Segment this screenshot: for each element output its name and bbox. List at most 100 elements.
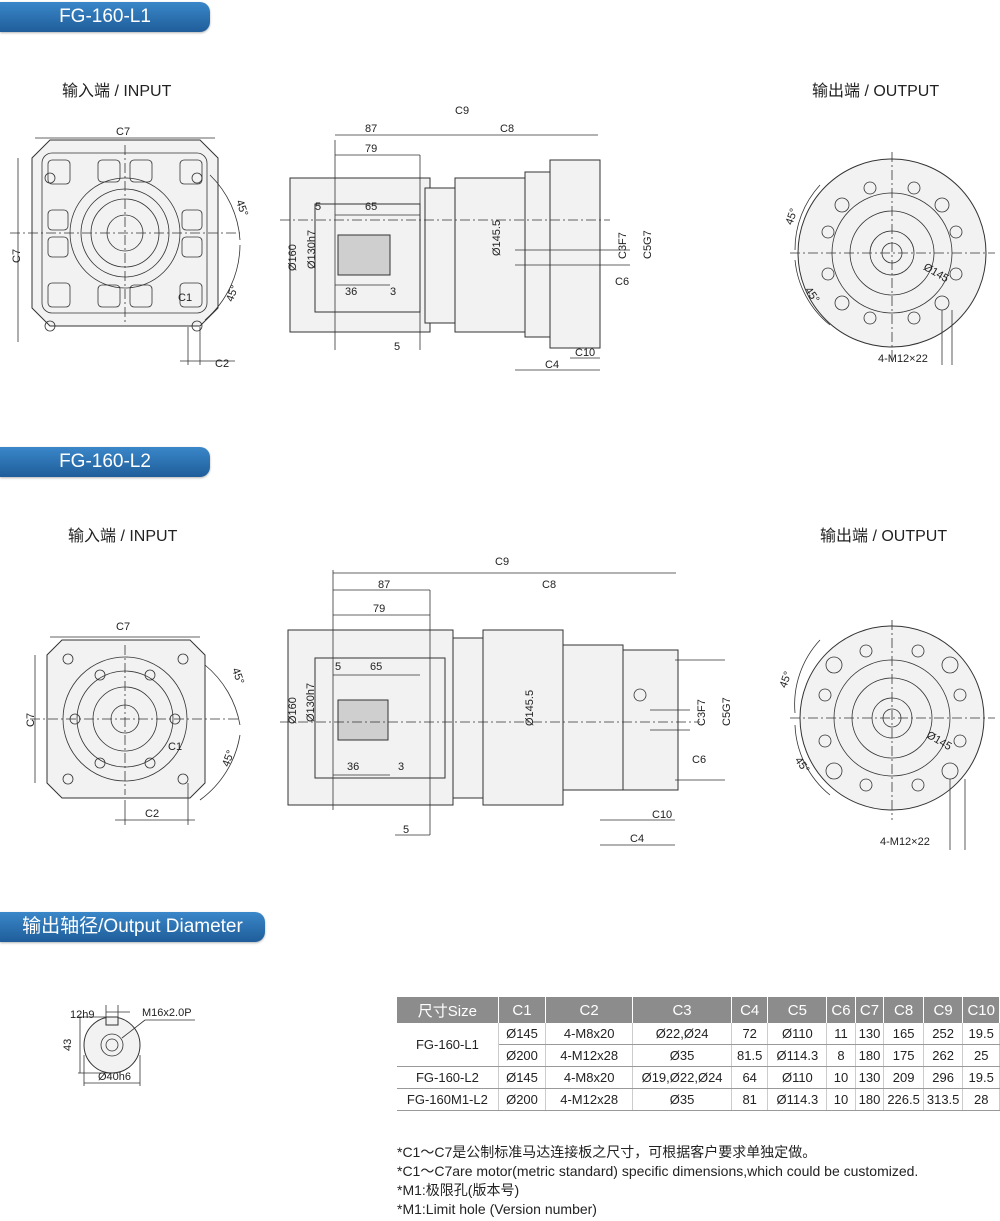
note-2: *C1～C7are motor(metric standard) specifi…: [397, 1163, 919, 1179]
dim-c3f7-l2: C3F7: [696, 699, 708, 726]
dim-angle-2: 45°: [224, 284, 241, 304]
dim-36-l2: 36: [347, 761, 359, 773]
cell: Ø35: [632, 1044, 733, 1067]
cell: Ø22,Ø24: [632, 1023, 733, 1045]
dim-36: 36: [345, 286, 357, 298]
cell: Ø114.3: [767, 1088, 828, 1111]
note-3: *M1:极限孔(版本号): [397, 1182, 520, 1198]
shaft-thread: M16x2.0P: [142, 1007, 192, 1019]
col-c7: C7: [855, 997, 885, 1023]
cell: 81.5: [731, 1044, 769, 1067]
cell: 313.5: [923, 1088, 964, 1111]
cell: 209: [883, 1066, 924, 1089]
dim-c9-l2: C9: [495, 556, 509, 568]
col-c6: C6: [826, 997, 856, 1023]
dim-phi1455-l2: Ø145.5: [524, 690, 536, 726]
col-c3: C3: [632, 997, 733, 1023]
output-view-drawing-l1: 45° 45° Ø145 4-M12×22: [783, 152, 995, 365]
dim-c10-l2: C10: [652, 809, 672, 821]
dim-3: 3: [390, 286, 396, 298]
dim-c6-l2: C6: [692, 754, 706, 766]
dim-c7-top: C7: [116, 126, 130, 138]
dim-angle-2-l2: 45°: [220, 749, 237, 769]
dim-87: 87: [365, 123, 377, 135]
dim-65: 65: [365, 201, 377, 213]
row-size: FG-160M1-L2: [397, 1088, 499, 1111]
dim-79: 79: [365, 143, 377, 155]
dim-c2-l2: C2: [145, 808, 159, 820]
side-view-drawing-l1: C9 87 C8 79 5 65 36 3 5 Ø160 Ø130h7 Ø145…: [280, 105, 654, 371]
section-banner-l1: FG-160-L1: [0, 2, 210, 32]
cell: 10: [826, 1066, 856, 1089]
cell: 130: [855, 1023, 885, 1045]
row-size: FG-160-L1: [397, 1023, 499, 1067]
table-row: Ø200 4-M12x28 Ø35 81.5 Ø114.3 8 180 175 …: [397, 1044, 1000, 1067]
table-header-row: 尺寸Size C1 C2 C3 C4 C5 C6 C7 C8 C9 C10: [397, 997, 1000, 1023]
output-view-drawing-l2: 45° 45° Ø145 4-M12×22: [777, 620, 995, 850]
cell: 175: [883, 1044, 924, 1067]
dim-c7-side-l2: C7: [25, 713, 37, 727]
col-c8: C8: [883, 997, 924, 1023]
shaft-height: 43: [62, 1039, 74, 1051]
dim-angle-1-l2: 45°: [229, 666, 246, 686]
dim-phi130: Ø130h7: [306, 230, 318, 269]
dim-65-l2: 65: [370, 661, 382, 673]
table-row: FG-160M1-L2 Ø200 4-M12x28 Ø35 81 Ø114.3 …: [397, 1088, 1000, 1111]
cell: 19.5: [962, 1066, 1000, 1089]
output-label-l2: 输出端 / OUTPUT: [820, 528, 948, 545]
cell: Ø110: [767, 1066, 828, 1089]
cell: 4-M12x28: [545, 1088, 634, 1111]
dim-phi1455: Ø145.5: [491, 220, 503, 256]
note-4: *M1:Limit hole (Version number): [397, 1201, 597, 1217]
col-c4: C4: [731, 997, 769, 1023]
footnotes: *C1～C7是公制标准马达连接板之尺寸，可根据客户要求单独定做。 *C1～C7a…: [397, 1143, 918, 1219]
cell: Ø110: [767, 1023, 828, 1045]
cell: 19.5: [962, 1023, 1000, 1045]
dim-c5g7: C5G7: [642, 230, 654, 259]
out-bolt-l2: 4-M12×22: [880, 836, 930, 848]
input-view-drawing-l1: C7 C7 45° 45° C1 C2: [10, 126, 250, 370]
spec-table: 尺寸Size C1 C2 C3 C4 C5 C6 C7 C8 C9 C10 FG…: [397, 997, 1000, 1111]
dim-c8-l2: C8: [542, 579, 556, 591]
col-c2: C2: [545, 997, 634, 1023]
cell: Ø200: [498, 1044, 547, 1067]
dim-c9: C9: [455, 105, 469, 117]
dim-c2: C2: [215, 358, 229, 370]
cell: 180: [855, 1088, 885, 1111]
cell: 4-M8x20: [545, 1023, 634, 1045]
cell: 8: [826, 1044, 856, 1067]
col-c1: C1: [498, 997, 547, 1023]
dim-phi160: Ø160: [287, 244, 299, 271]
col-c10: C10: [962, 997, 1000, 1023]
cell: 296: [923, 1066, 964, 1089]
dim-5-bottom-l2: 5: [403, 824, 409, 836]
cell: 64: [731, 1066, 769, 1089]
input-label-l2: 输入端 / INPUT: [68, 528, 178, 545]
out-angle-2-l2: 45°: [792, 755, 811, 776]
cell: 130: [855, 1066, 885, 1089]
dim-c4: C4: [545, 359, 559, 371]
out-angle-1-l2: 45°: [777, 670, 794, 690]
dim-5-bottom: 5: [394, 341, 400, 353]
out-angle-1: 45°: [783, 207, 800, 227]
cell: 11: [826, 1023, 856, 1045]
dim-c7-side: C7: [11, 249, 23, 263]
cell: 226.5: [883, 1088, 924, 1111]
dim-c4-l2: C4: [630, 833, 644, 845]
shaft-section-drawing: 12h9 43 M16x2.0P Ø40h6: [62, 1005, 195, 1086]
shaft-dia: Ø40h6: [98, 1071, 131, 1083]
row-size: FG-160-L2: [397, 1066, 499, 1089]
cell: Ø19,Ø22,Ø24: [632, 1066, 733, 1089]
dim-c7-top-l2: C7: [116, 621, 130, 633]
col-c9: C9: [923, 997, 964, 1023]
dim-c10: C10: [575, 347, 595, 359]
cell: 4-M12x28: [545, 1044, 634, 1067]
dim-phi160-l2: Ø160: [287, 697, 299, 724]
cell: Ø35: [632, 1088, 733, 1111]
section-banner-l2: FG-160-L2: [0, 447, 210, 477]
output-diameter-banner: 输出轴径/Output Diameter: [0, 912, 265, 942]
cell: 165: [883, 1023, 924, 1045]
dim-c1-l2: C1: [168, 741, 182, 753]
dim-3-l2: 3: [398, 761, 404, 773]
output-label-l1: 输出端 / OUTPUT: [812, 83, 940, 100]
